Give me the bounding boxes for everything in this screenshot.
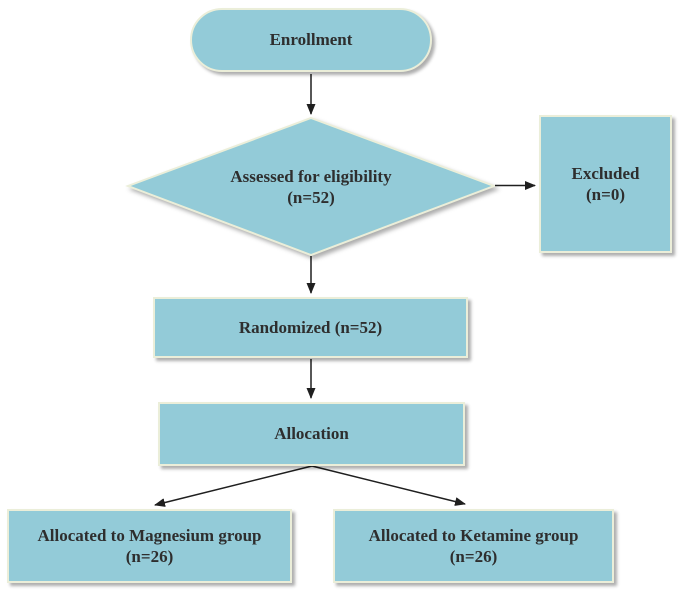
randomized-label: Randomized (n=52) — [238, 317, 383, 337]
node-magnesium-group: Allocated to Magnesium group (n=26) — [7, 509, 292, 583]
node-excluded: Excluded (n=0) — [539, 115, 672, 253]
node-assessed-eligibility: Assessed for eligibility (n=52) — [230, 166, 391, 209]
node-randomized: Randomized (n=52) — [153, 297, 468, 358]
node-ketamine-group: Allocated to Ketamine group (n=26) — [333, 509, 614, 583]
node-allocation: Allocation — [158, 402, 465, 466]
ketamine-group-label-line1: Allocated to Ketamine group — [368, 525, 579, 545]
magnesium-group-label-line1: Allocated to Magnesium group — [37, 525, 262, 545]
assessed-eligibility-diamond-shape — [125, 116, 497, 257]
edge-allocation-to-ketamine — [311, 465, 466, 506]
magnesium-group-label-line2: (n=26) — [125, 547, 174, 566]
assessed-eligibility-label-line1: Assessed for eligibility — [230, 166, 392, 186]
allocation-label: Allocation — [274, 424, 349, 444]
edge-allocation-to-magnesium — [154, 465, 313, 507]
enrollment-label: Enrollment — [269, 30, 353, 50]
node-enrollment: Enrollment — [190, 8, 432, 72]
excluded-label-line2: (n=0) — [586, 185, 625, 204]
assessed-eligibility-label-line2: (n=52) — [287, 188, 335, 207]
excluded-label-line1: Excluded — [571, 163, 640, 183]
ketamine-group-label-line2: (n=26) — [449, 547, 498, 566]
